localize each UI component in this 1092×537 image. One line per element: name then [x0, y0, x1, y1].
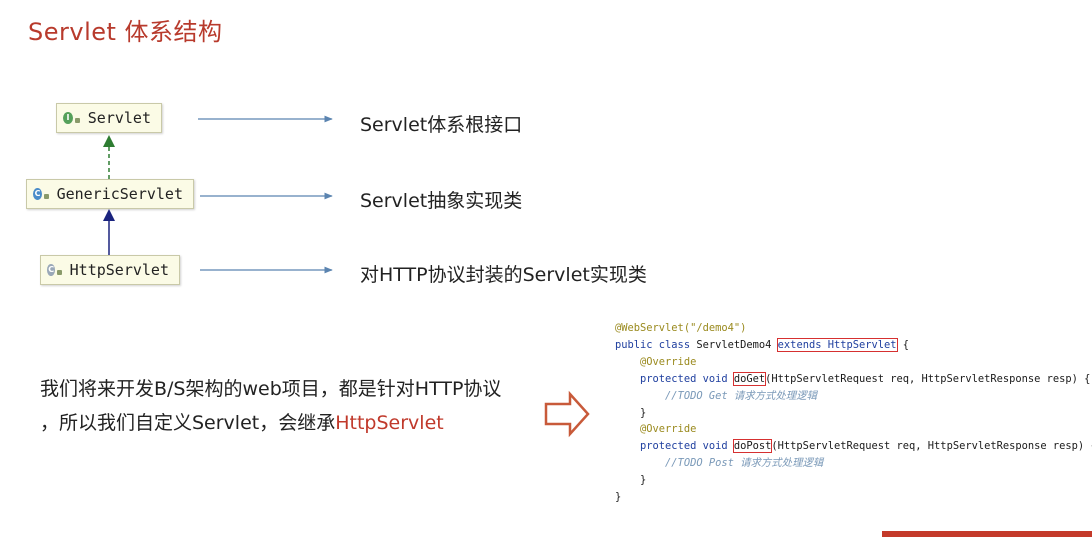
lock-icon: [44, 193, 49, 199]
class-name: Servlet: [87, 109, 151, 127]
explanation-text: 我们将来开发B/S架构的web项目，都是针对HTTP协议 ，所以我们自定义Ser…: [40, 372, 501, 440]
desc-genericservlet: Servlet抽象实现类: [360, 190, 523, 212]
dopost-highlight: doPost: [732, 439, 773, 454]
implements-arrowhead: [103, 135, 115, 147]
explanation-line-1: 我们将来开发B/S架构的web项目，都是针对HTTP协议: [40, 378, 502, 400]
explanation-line-2: ，所以我们自定义Servlet，会继承HttpServlet: [40, 412, 444, 434]
class-name: HttpServlet: [69, 261, 169, 279]
class-icon: C: [47, 264, 56, 276]
desc-httpservlet: 对HTTP协议封装的Servlet实现类: [360, 264, 647, 286]
corner-accent-bar: [882, 531, 1092, 537]
slide-title: Servlet 体系结构: [28, 18, 223, 46]
doget-highlight: doGet: [732, 371, 767, 386]
class-icon: C: [33, 188, 43, 200]
class-name: GenericServlet: [56, 185, 183, 203]
class-box-httpservlet: C HttpServlet: [40, 255, 180, 285]
lock-icon: [57, 269, 62, 275]
lock-icon: [74, 117, 80, 123]
interface-icon: I: [63, 112, 73, 124]
code-snippet: @WebServlet("/demo4") public class Servl…: [615, 322, 1092, 504]
class-box-servlet: I Servlet: [56, 103, 162, 133]
httpservlet-highlight: HttpServlet: [335, 412, 444, 434]
desc-servlet: Servlet体系根接口: [360, 114, 523, 136]
class-box-genericservlet: C GenericServlet: [26, 179, 194, 209]
extends-arrowhead: [103, 209, 115, 221]
hollow-right-arrow-icon: [544, 390, 590, 438]
extends-highlight: extends HttpServlet: [776, 337, 898, 352]
